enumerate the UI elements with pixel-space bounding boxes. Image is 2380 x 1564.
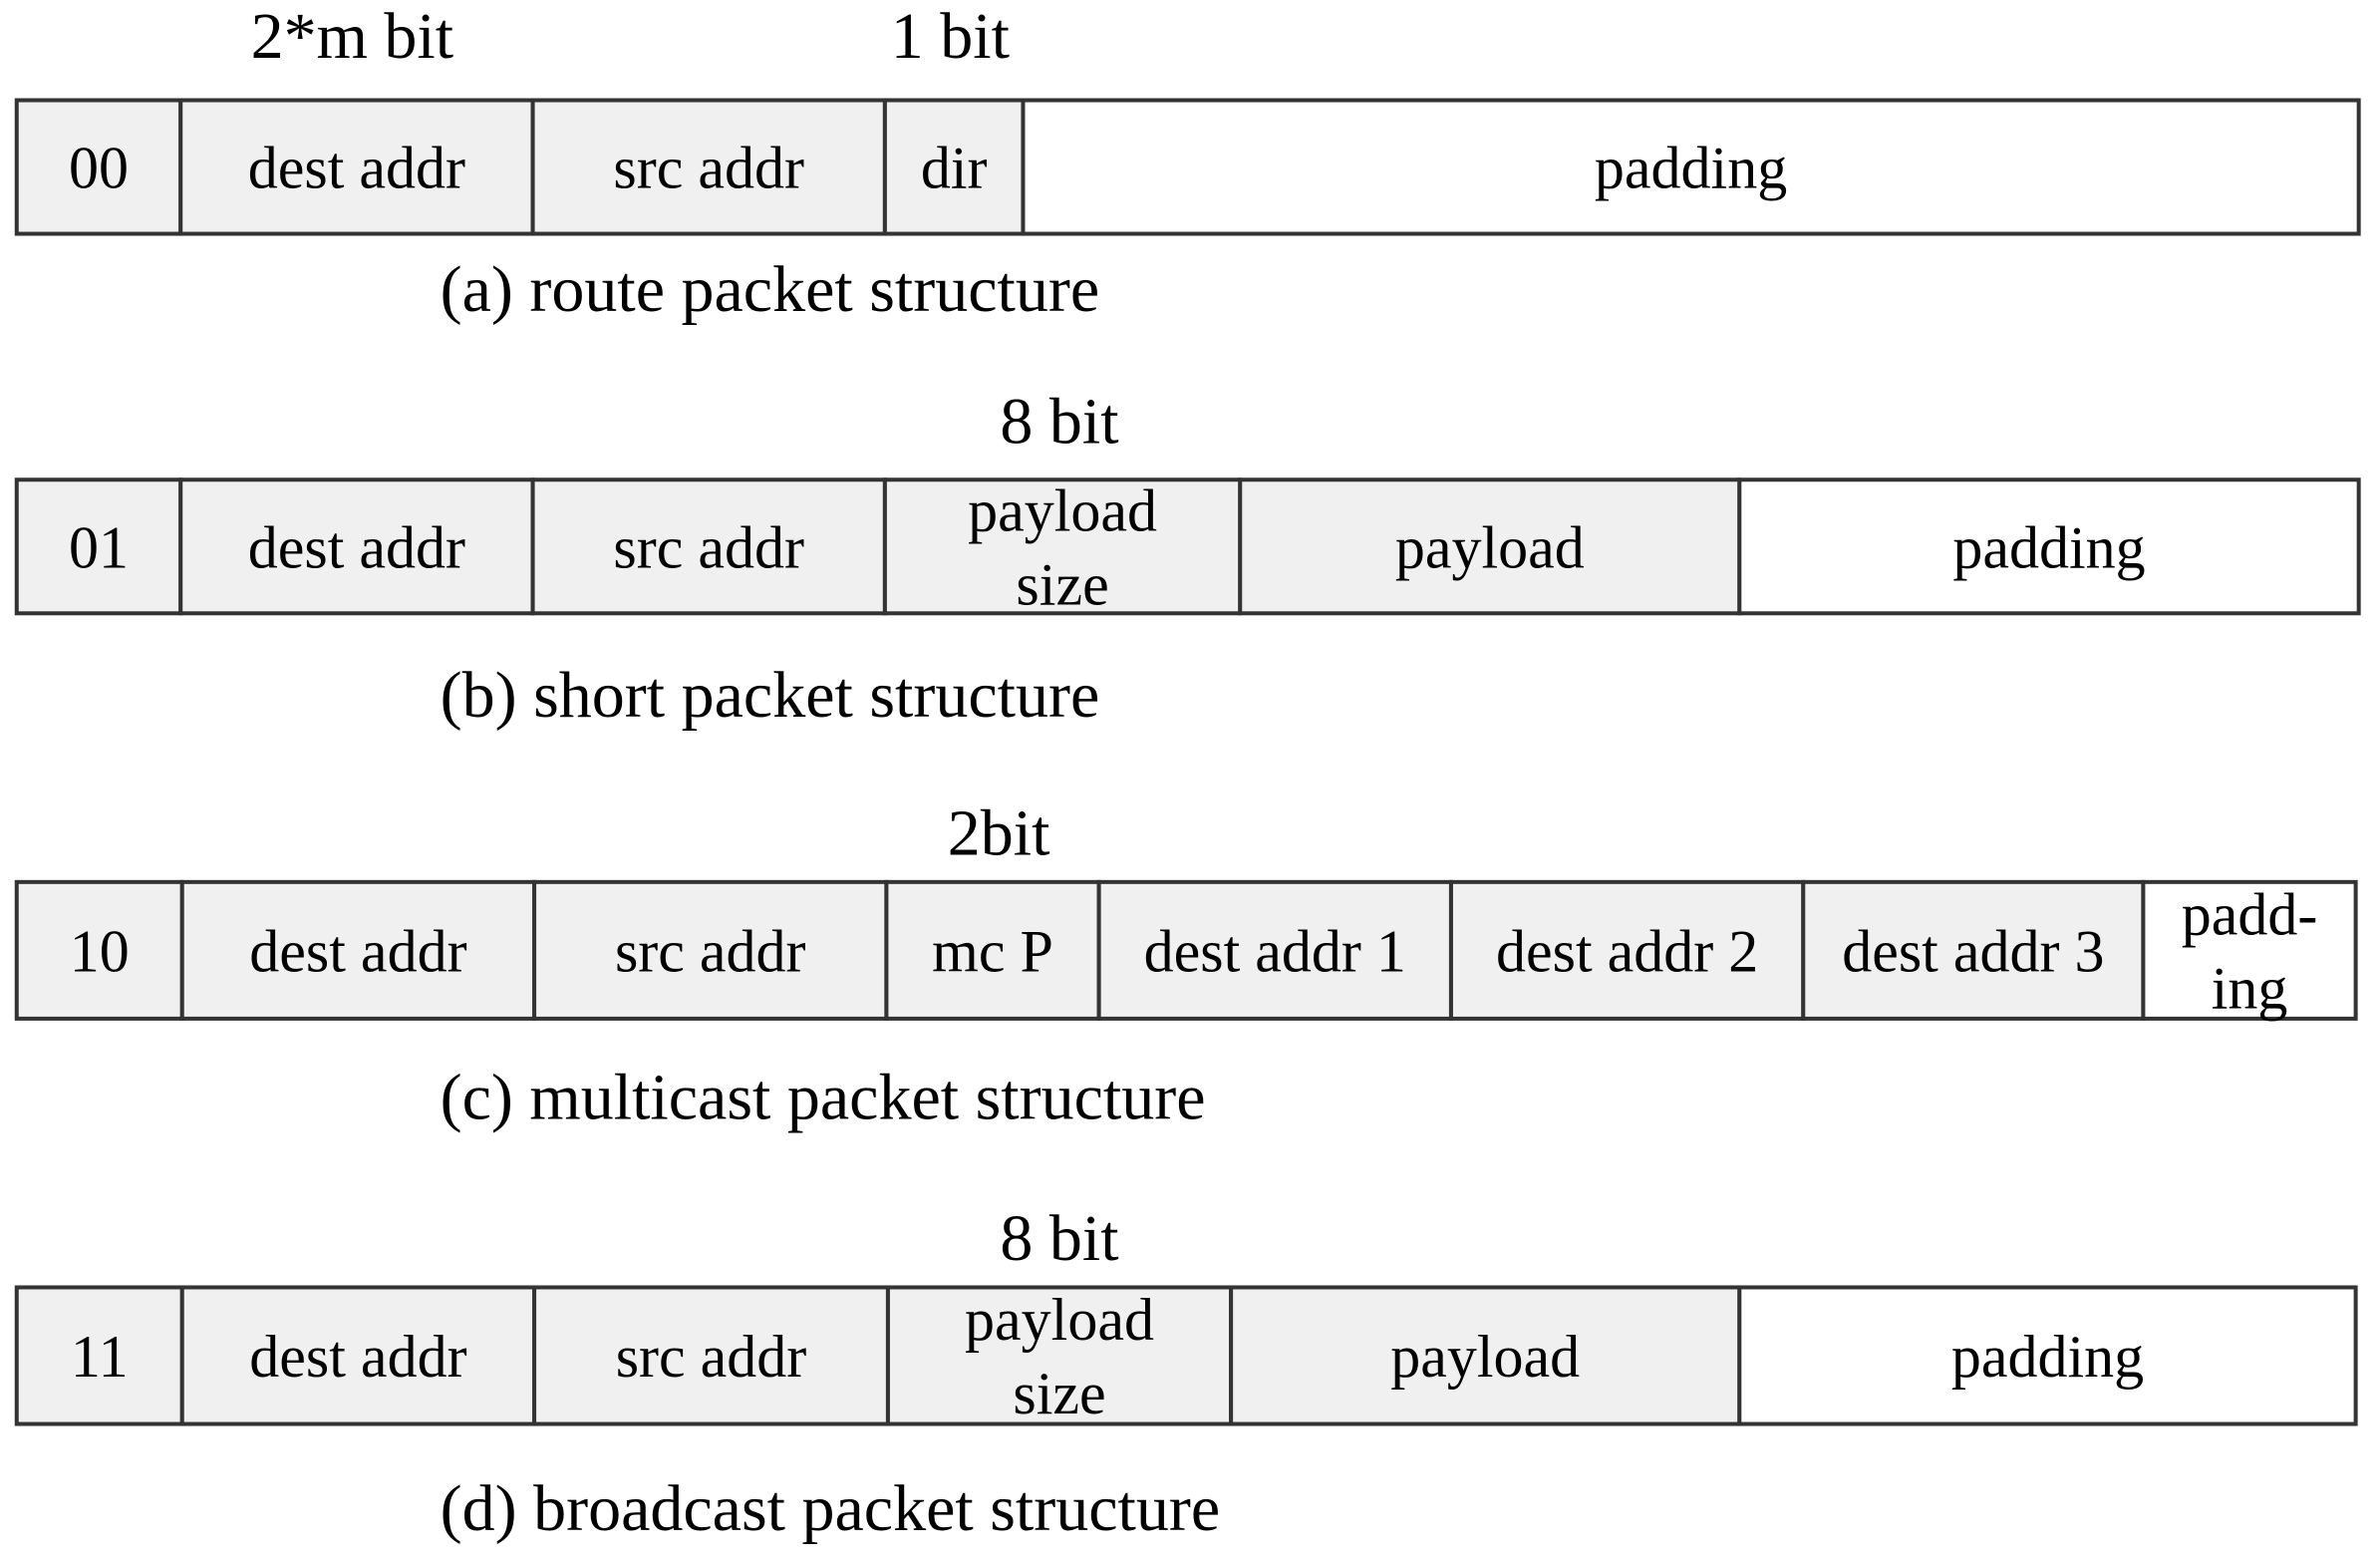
packet-field: dest addr 3 (1801, 879, 2146, 1021)
field-box (178, 98, 535, 236)
field-box (532, 1285, 890, 1426)
field-label: payload (1395, 514, 1585, 580)
packet-field: payload (1229, 1285, 1742, 1426)
field-box (14, 1285, 184, 1426)
packet-field: src addr (532, 1285, 890, 1426)
field-label: payload (968, 477, 1157, 543)
field-label: dest addr 2 (1496, 918, 1758, 984)
packet-field: dest addr 2 (1448, 879, 1806, 1021)
packet-field: dest addr 1 (1096, 879, 1453, 1021)
field-box (885, 1285, 1234, 1426)
field-box (14, 879, 184, 1021)
bit-width-label: 2bit (948, 796, 1050, 869)
field-box (530, 98, 887, 236)
bit-width-label: 8 bit (1000, 386, 1118, 459)
packet-type-field: 11 (14, 1285, 184, 1426)
field-label: dest addr (249, 918, 466, 984)
packet-field: dest addr (178, 98, 535, 236)
packet-caption: (a) route packet structure (441, 253, 1099, 326)
field-label: dest addr (248, 514, 465, 580)
field-box (530, 477, 887, 616)
field-label: dest addr 3 (1842, 918, 2104, 984)
packet-field: dir (882, 98, 1026, 236)
field-box (14, 477, 183, 616)
packet-field: dest addr (179, 879, 537, 1021)
packet-field: src addr (530, 98, 887, 236)
packet-field: payload size (882, 477, 1243, 617)
padding-field: padd-ing (2141, 879, 2358, 1021)
field-label: size (1013, 1361, 1105, 1426)
packet-field: dest addr (179, 1285, 537, 1426)
packet-row-0: 2*m bit 1 bit 00 dest addr src addr dir paddin… (14, 0, 2361, 326)
field-box (1096, 879, 1453, 1021)
field-label: dest addr (248, 136, 465, 201)
field-label: src addr (613, 136, 804, 201)
packet-field: src addr (532, 879, 889, 1021)
field-label: dest addr 1 (1144, 918, 1406, 984)
field-label: size (1016, 551, 1108, 617)
field-box (1021, 98, 2361, 236)
field-box (179, 879, 537, 1021)
field-box (1238, 477, 1742, 616)
field-label: src addr (616, 1324, 807, 1390)
packet-caption: (c) multicast packet structure (441, 1061, 1206, 1133)
bit-width-label: 8 bit (1000, 1202, 1118, 1275)
field-box (2141, 879, 2358, 1021)
padding-field: padding (1737, 1285, 2358, 1426)
field-box (1448, 879, 1806, 1021)
field-box (178, 477, 535, 616)
padding-field: padding (1021, 98, 2361, 236)
field-box (1737, 477, 2361, 616)
field-label: src addr (615, 918, 806, 984)
field-label: 10 (70, 918, 130, 984)
diagram-root: 2*m bit 1 bit 00 dest addr src addr dir paddin… (14, 0, 2361, 1545)
packet-field: payload (1238, 477, 1742, 616)
bit-width-label: 1 bit (891, 0, 1010, 73)
packet-caption: (b) short packet structure (441, 659, 1100, 732)
bit-width-label: 2*m bit (251, 0, 454, 73)
field-label: dir (921, 136, 988, 201)
field-box (1801, 879, 2146, 1021)
packet-caption: (d) broadcast packet structure (441, 1472, 1220, 1545)
field-box (532, 879, 889, 1021)
field-label: padding (1951, 1324, 2144, 1390)
field-label: payload (965, 1287, 1154, 1353)
field-label: padding (1595, 136, 1787, 201)
field-label: src addr (613, 514, 804, 580)
packet-row-2: 2bit 10 dest addr src addr mc P dest addr 1 de… (14, 796, 2358, 1133)
padding-field: padding (1737, 477, 2361, 616)
packet-field: mc P (884, 879, 1101, 1021)
packet-type-field: 01 (14, 477, 183, 616)
field-box (14, 98, 183, 236)
field-label: 00 (69, 136, 129, 201)
field-label: mc P (932, 918, 1053, 984)
field-label: ing (2212, 955, 2288, 1021)
packet-field: dest addr (178, 477, 535, 616)
field-label: padding (1952, 514, 2145, 580)
field-label: 01 (69, 514, 129, 580)
field-label: payload (1390, 1324, 1580, 1390)
packet-field: src addr (530, 477, 887, 616)
field-box (1737, 1285, 2358, 1426)
field-label: dest addr (249, 1324, 466, 1390)
packet-type-field: 10 (14, 879, 184, 1021)
field-box (179, 1285, 537, 1426)
field-box (882, 477, 1243, 616)
packet-type-field: 00 (14, 98, 183, 236)
packet-field: payload size (885, 1285, 1234, 1426)
field-label: padd- (2182, 881, 2318, 947)
field-label: 11 (71, 1324, 129, 1390)
